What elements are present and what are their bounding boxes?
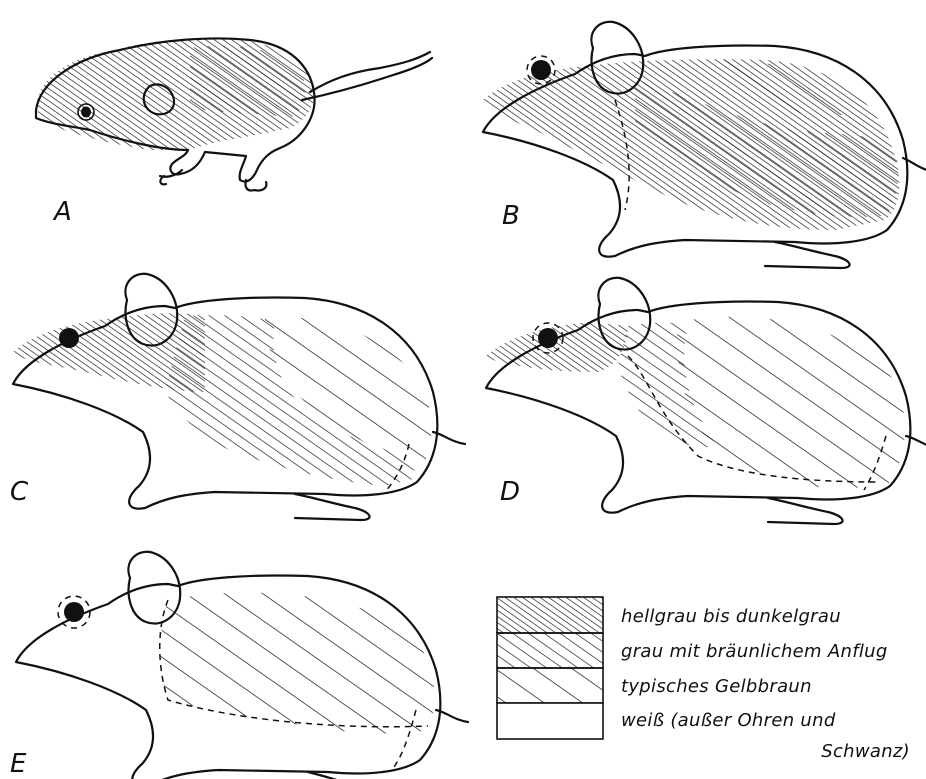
- legend-swatch-white: [497, 703, 603, 739]
- legend-swatch-dense: [497, 597, 603, 633]
- panel-e-mouse: [16, 552, 468, 779]
- legend-label-wide: typisches Gelbbraun: [621, 676, 812, 697]
- legend-label-dense: hellgrau bis dunkelgrau: [621, 606, 841, 627]
- panel-letter-a: A: [52, 197, 72, 227]
- panel-d-mouse: [486, 278, 926, 524]
- panel-letter-d: D: [500, 477, 520, 507]
- legend-label-white-line1: weiß (außer Ohren und: [621, 710, 836, 731]
- panel-letter-c: C: [10, 477, 29, 507]
- legend: hellgrau bis dunkelgrau grau mit bräunli…: [497, 597, 910, 762]
- legend-swatch-medium: [497, 633, 603, 668]
- legend-swatch-wide: [497, 668, 603, 703]
- legend-label-white-line2: Schwanz): [821, 741, 910, 762]
- panel-b-mouse: [483, 22, 926, 268]
- panel-letter-e: E: [10, 749, 27, 779]
- panel-a-mouse: [36, 38, 432, 190]
- panel-c-mouse: [13, 274, 465, 520]
- panel-letter-b: B: [502, 201, 520, 231]
- legend-label-medium: grau mit bräunlichem Anflug: [621, 641, 888, 662]
